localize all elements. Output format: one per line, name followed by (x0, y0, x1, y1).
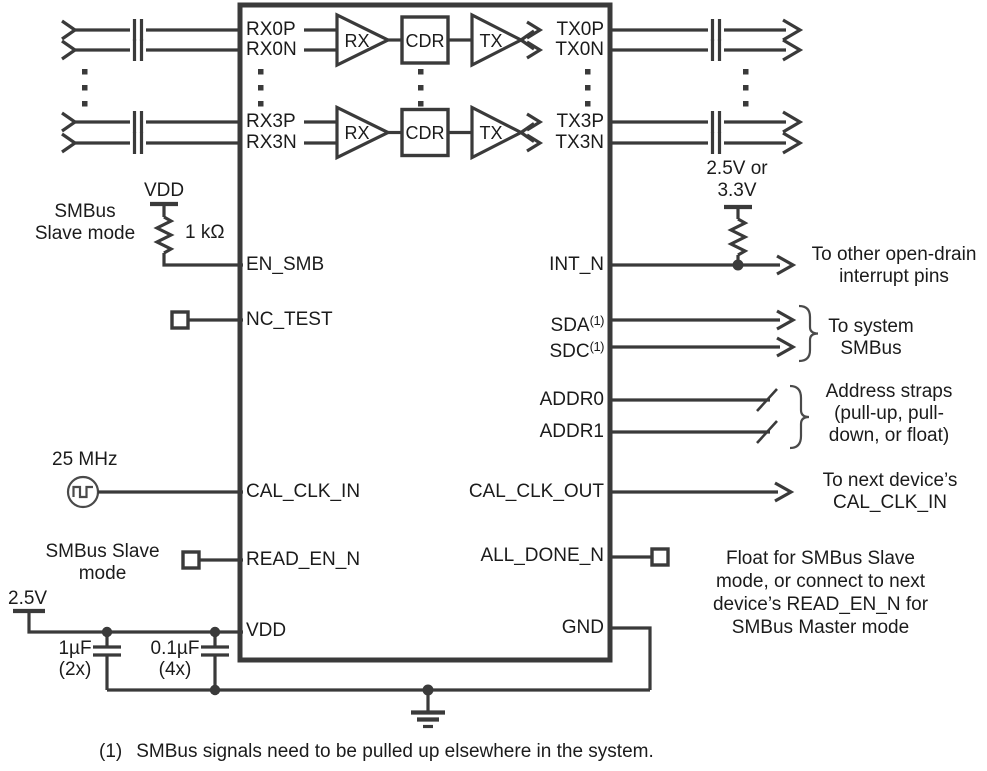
int-n-arrow-icon (776, 254, 797, 276)
bulk-cap-label: 1µF (2x) (58, 638, 92, 680)
read-en-stub (181, 550, 243, 570)
cal-clk-destination-note: To next device’s CAL_CLK_IN (822, 470, 958, 513)
open-terminal-icon (170, 310, 190, 330)
pin-tx3n: TX3N (555, 132, 604, 153)
cal-clk-out-arrow-icon (774, 481, 795, 503)
tx0p-output-arrow-icon (782, 18, 804, 42)
pin-nc-test: NC_TEST (246, 309, 333, 330)
pin-all-done-n: ALL_DONE_N (480, 545, 604, 566)
tx-amp-label: TX (479, 123, 503, 143)
pin-rx0p: RX0P (246, 19, 296, 40)
termination-voltage-label: 2.5V or 3.3V (706, 158, 768, 201)
footnote-ref: (1) (589, 313, 605, 328)
pin-rx3n: RX3N (246, 132, 297, 153)
tx0n-internal-arrow-icon (526, 40, 544, 60)
smbus-wires (608, 304, 819, 363)
tx3n-output-arrow-icon (782, 131, 804, 155)
pin-en-smb: EN_SMB (246, 254, 325, 275)
cdr-label: CDR (405, 31, 445, 51)
tx-amp-0-icon (470, 12, 525, 68)
pin-rx3p: RX3P (246, 111, 296, 132)
power-network (13, 608, 650, 696)
pin-tx0p: TX0P (556, 19, 604, 40)
strap-slash-icon (756, 388, 778, 412)
smbus-slave-mode-note: SMBus Slave mode (34, 201, 136, 244)
pin-cal-clk-out: CAL_CLK_OUT (468, 481, 604, 502)
cdr-label: CDR (405, 123, 445, 143)
sdc-arrow-icon (776, 336, 797, 358)
nc-test-stub (170, 310, 243, 330)
channel-3-wires (61, 104, 804, 161)
vdd-rail-label: VDD (143, 180, 185, 201)
int-destination-note: To other open-drain interrupt pins (811, 244, 977, 287)
rx-amp-label: RX (344, 31, 370, 51)
pin-addr0: ADDR0 (539, 389, 604, 410)
square-wave-icon (72, 485, 93, 499)
rx3p-input-arrow-icon (61, 111, 78, 133)
pin-tx0n: TX0N (555, 39, 604, 60)
address-straps-note: Address straps (pull-up, pull- down, or … (825, 381, 953, 446)
resistor-icon (727, 217, 749, 257)
footnote-marker: (1) (99, 741, 123, 762)
pin-addr1: ADDR1 (539, 421, 604, 442)
tx3n-internal-arrow-icon (526, 133, 544, 153)
pin-sda: SDA(1) (550, 313, 605, 336)
tx0p-internal-arrow-icon (526, 20, 544, 40)
brace-icon (798, 304, 819, 363)
en-smb-pullup (150, 201, 243, 267)
pin-read-en-n: READ_EN_N (246, 549, 361, 570)
tx-amp-label: TX (479, 31, 503, 51)
smbus-slave-mode-note: SMBus Slave mode (45, 541, 160, 584)
open-terminal-icon (181, 550, 201, 570)
footnote: (1) SMBus signals need to be pulled up el… (99, 741, 654, 762)
strap-slash-icon (756, 420, 778, 444)
ground-network (411, 626, 652, 729)
pin-sdc: SDC(1) (549, 339, 605, 362)
chip-outline (237, 2, 613, 663)
smbus-destination-note: To system SMBus (828, 316, 914, 359)
clock-frequency: 25 MHz (52, 449, 118, 470)
footnote-text: SMBus signals need to be pulled up elsew… (136, 741, 654, 762)
pin-rx0n: RX0N (246, 39, 297, 60)
sda-arrow-icon (776, 309, 797, 331)
tx0n-output-arrow-icon (782, 38, 804, 62)
supply-voltage-label: 2.5V (8, 588, 48, 609)
rx-amp-0-icon (335, 12, 392, 68)
channel-0-wires (61, 12, 804, 68)
footnote-ref: (1) (589, 339, 605, 354)
all-done-note: Float for SMBus Slave mode, or connect t… (712, 548, 929, 638)
rx3n-input-arrow-icon (61, 132, 78, 154)
rx0p-input-arrow-icon (61, 19, 78, 41)
resistor-icon (153, 215, 175, 255)
bypass-cap-label: 0.1µF (4x) (150, 638, 200, 680)
cdr-block-0 (400, 15, 450, 65)
tx3p-internal-arrow-icon (526, 112, 544, 132)
addr-wires (608, 384, 810, 450)
rx-amp-3-icon (335, 104, 392, 161)
resistor-value: 1 kΩ (185, 222, 225, 243)
ellipsis-dots (82, 69, 749, 107)
rx0n-input-arrow-icon (61, 39, 78, 61)
all-done-stub (608, 547, 670, 567)
pin-gnd: GND (561, 617, 604, 638)
clock-source (66, 475, 243, 509)
open-terminal-icon (650, 547, 670, 567)
pin-int-n: INT_N (549, 254, 604, 275)
pin-cal-clk-in: CAL_CLK_IN (246, 481, 361, 502)
pin-vdd: VDD (246, 620, 287, 641)
int-n-network (608, 204, 797, 276)
tx3p-output-arrow-icon (782, 110, 804, 134)
tx-amp-3-icon (470, 104, 525, 161)
cal-clk-out-wire (608, 481, 795, 503)
rx-amp-label: RX (344, 123, 370, 143)
pin-tx3p: TX3P (556, 111, 604, 132)
brace-icon (789, 384, 810, 450)
